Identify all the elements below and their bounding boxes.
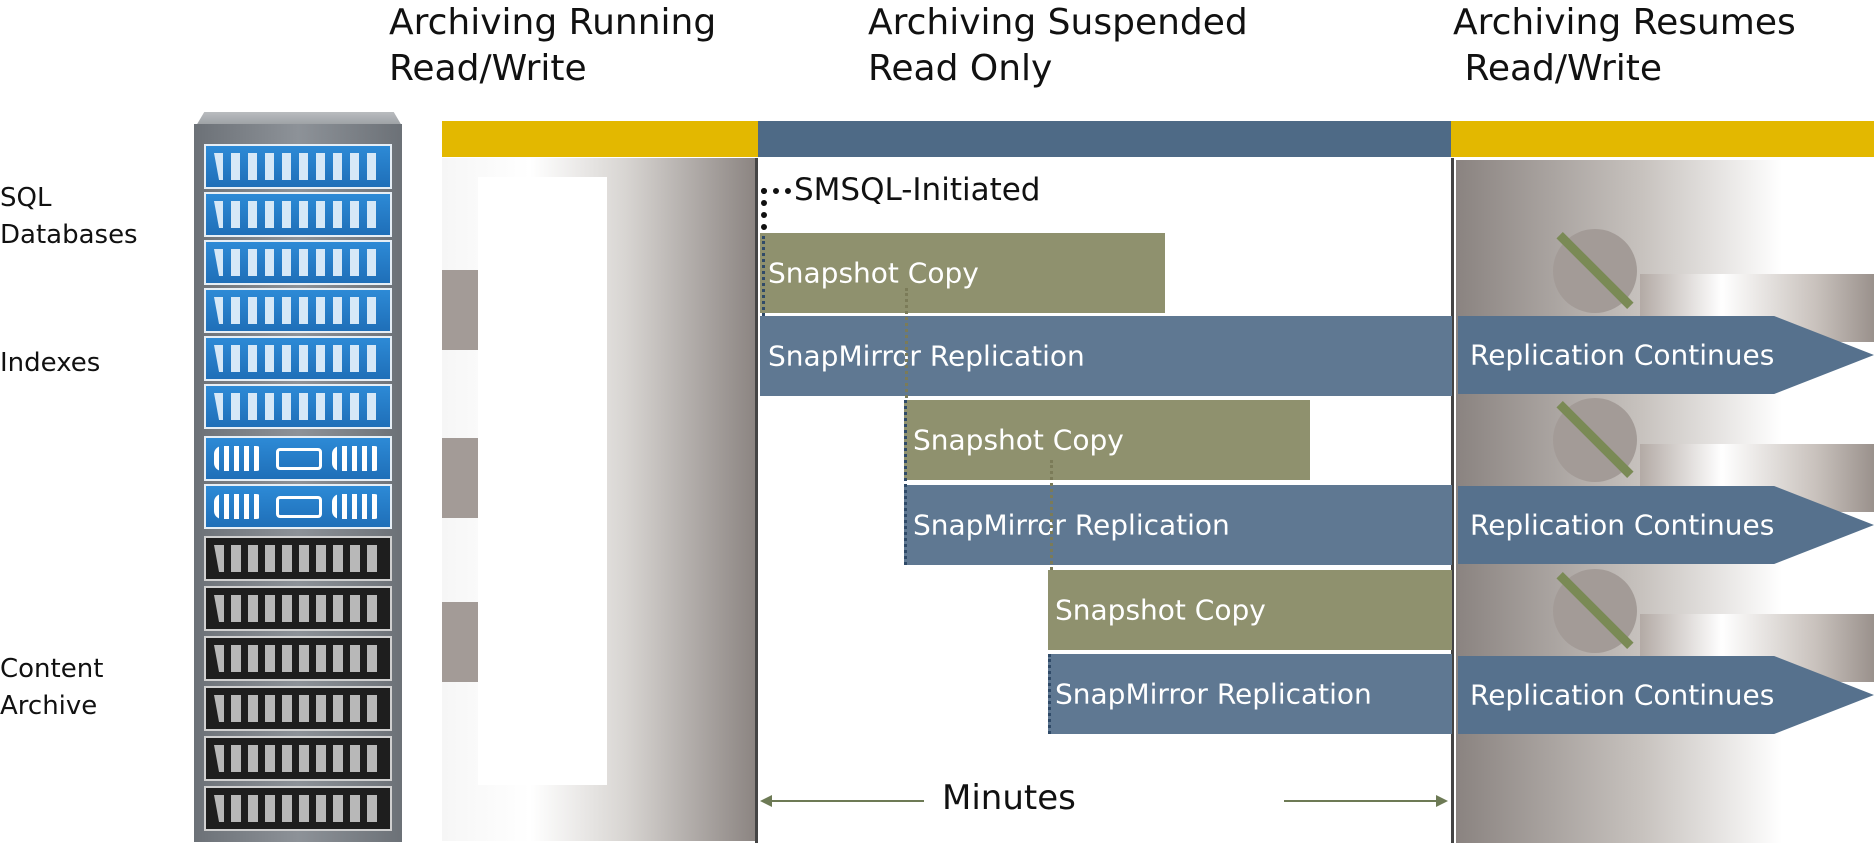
replication-continues-label-2: Replication Continues xyxy=(1470,508,1775,542)
io-tab-sql xyxy=(442,270,478,350)
server-rack-top xyxy=(196,112,402,126)
annotation-leader-h xyxy=(761,188,791,194)
io-tab-content xyxy=(442,602,478,682)
io-tab-indexes xyxy=(442,438,478,518)
snapshot-copy-bar-2: Snapshot Copy xyxy=(904,400,1310,480)
dependency-dots-1 xyxy=(905,288,908,398)
phase-title-suspended: Archiving Suspended Read Only xyxy=(868,2,1248,89)
snapshot-copy-bar-1: Snapshot Copy xyxy=(760,233,1165,313)
snapmirror-label-1: SnapMirror Replication xyxy=(768,339,1085,373)
resume-divider xyxy=(1451,158,1454,843)
dependency-dots-2 xyxy=(1050,460,1053,570)
arrow-right-head-icon xyxy=(1436,795,1448,807)
phase-title-running: Archiving Running Read/Write xyxy=(389,2,717,89)
arrow-right-line xyxy=(1284,800,1438,802)
replication-continues-label-1: Replication Continues xyxy=(1470,338,1775,372)
replication-continues-2: Replication Continues xyxy=(1458,486,1874,564)
snapshot-copy-label-3: Snapshot Copy xyxy=(1055,593,1266,627)
snapmirror-label-2: SnapMirror Replication xyxy=(913,508,1230,542)
snapmirror-replication-bar-2: SnapMirror Replication xyxy=(904,485,1452,565)
minutes-label: Minutes xyxy=(942,778,1076,818)
row-label-sql-databases: SQL Databases xyxy=(0,183,138,250)
row-label-indexes: Indexes xyxy=(0,348,101,378)
phase-title-resumes: Archiving Resumes Read/Write xyxy=(1453,2,1796,89)
arrow-left-line xyxy=(770,800,924,802)
smsql-initiated-label: SMSQL-Initiated xyxy=(794,172,1041,208)
replication-continues-label-3: Replication Continues xyxy=(1470,678,1775,712)
running-io-gap xyxy=(478,177,607,785)
snapshot-2-edge xyxy=(904,400,907,565)
replication-continues-3: Replication Continues xyxy=(1458,656,1874,734)
phase-bar-read-only xyxy=(758,121,1451,157)
phase-bar-read-write-1 xyxy=(442,121,758,157)
arrow-left-head-icon xyxy=(760,795,772,807)
snapshot-1-edge xyxy=(762,236,765,316)
annotation-leader-v xyxy=(761,188,767,230)
row-label-content-archive: Content Archive xyxy=(0,654,104,721)
snapshot-copy-label-2: Snapshot Copy xyxy=(913,423,1124,457)
snapmirror-label-3: SnapMirror Replication xyxy=(1055,677,1372,711)
snapshot-copy-label-1: Snapshot Copy xyxy=(768,256,979,290)
phase-bar-read-write-2 xyxy=(1451,121,1874,157)
snapshot-3-edge xyxy=(1048,654,1051,734)
snapmirror-replication-bar-1: SnapMirror Replication xyxy=(760,316,1452,396)
snapshot-copy-bar-3: Snapshot Copy xyxy=(1048,570,1452,650)
stop-valve-icon xyxy=(1553,229,1637,313)
suspend-divider xyxy=(755,158,758,843)
stop-valve-icon xyxy=(1553,569,1637,653)
replication-continues-1: Replication Continues xyxy=(1458,316,1874,394)
snapmirror-replication-bar-3: SnapMirror Replication xyxy=(1048,654,1452,734)
stop-valve-icon xyxy=(1553,398,1637,482)
server-rack-icon xyxy=(194,124,402,842)
